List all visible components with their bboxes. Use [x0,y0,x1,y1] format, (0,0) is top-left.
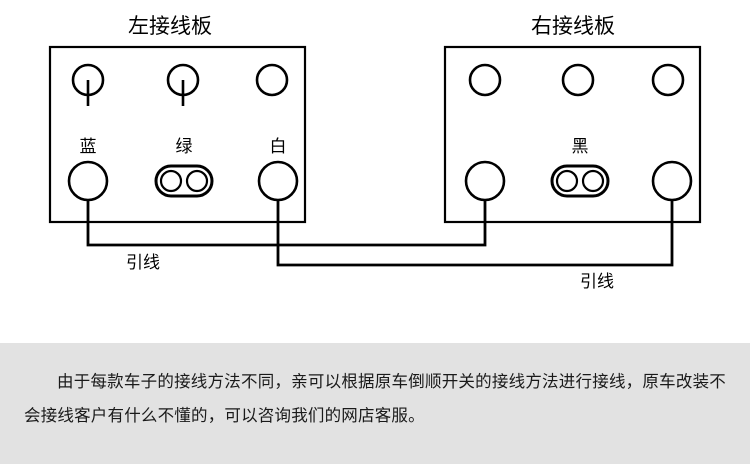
right-board-title: 右接线板 [531,14,615,38]
right-board-outline [443,45,702,224]
left-white-terminal: 白 [257,137,299,202]
right-black-terminal: 黑 [550,137,610,198]
left-board-title: 左接线板 [128,14,212,38]
left-white-terminal-label: 白 [270,137,287,157]
right-top-port-1 [468,63,502,97]
note-panel: 由于每款车子的接线方法不同，亲可以根据原车倒顺开关的接线方法进行接线，原车改装不… [0,343,750,464]
right-left-terminal [464,160,506,202]
note-text: 由于每款车子的接线方法不同，亲可以根据原车倒顺开关的接线方法进行接线，原车改装不… [24,372,726,425]
right-board-group: 右接线板 黑 [443,14,702,224]
right-black-terminal-label: 黑 [572,137,589,157]
right-top-port-3 [651,63,685,97]
left-blue-terminal: 蓝 [67,137,109,202]
left-board-outline [48,45,307,224]
left-top-port-1 [71,63,105,106]
left-board-group: 左接线板 蓝 绿 白 [48,14,307,224]
wire-group [86,200,674,267]
white-lead-wire [276,200,674,267]
right-top-port-2 [561,63,595,97]
left-top-port-3 [255,63,289,97]
left-green-terminal: 绿 [154,137,214,198]
lead-label-right: 引线 [580,272,614,292]
blue-lead-wire [86,200,487,247]
right-right-terminal [651,160,693,202]
left-blue-terminal-label: 蓝 [80,137,97,157]
left-green-terminal-label: 绿 [176,137,193,157]
wiring-diagram: 左接线板 蓝 绿 白 右接线板 [48,14,702,292]
left-top-port-2 [166,63,200,106]
lead-label-left: 引线 [126,253,160,273]
